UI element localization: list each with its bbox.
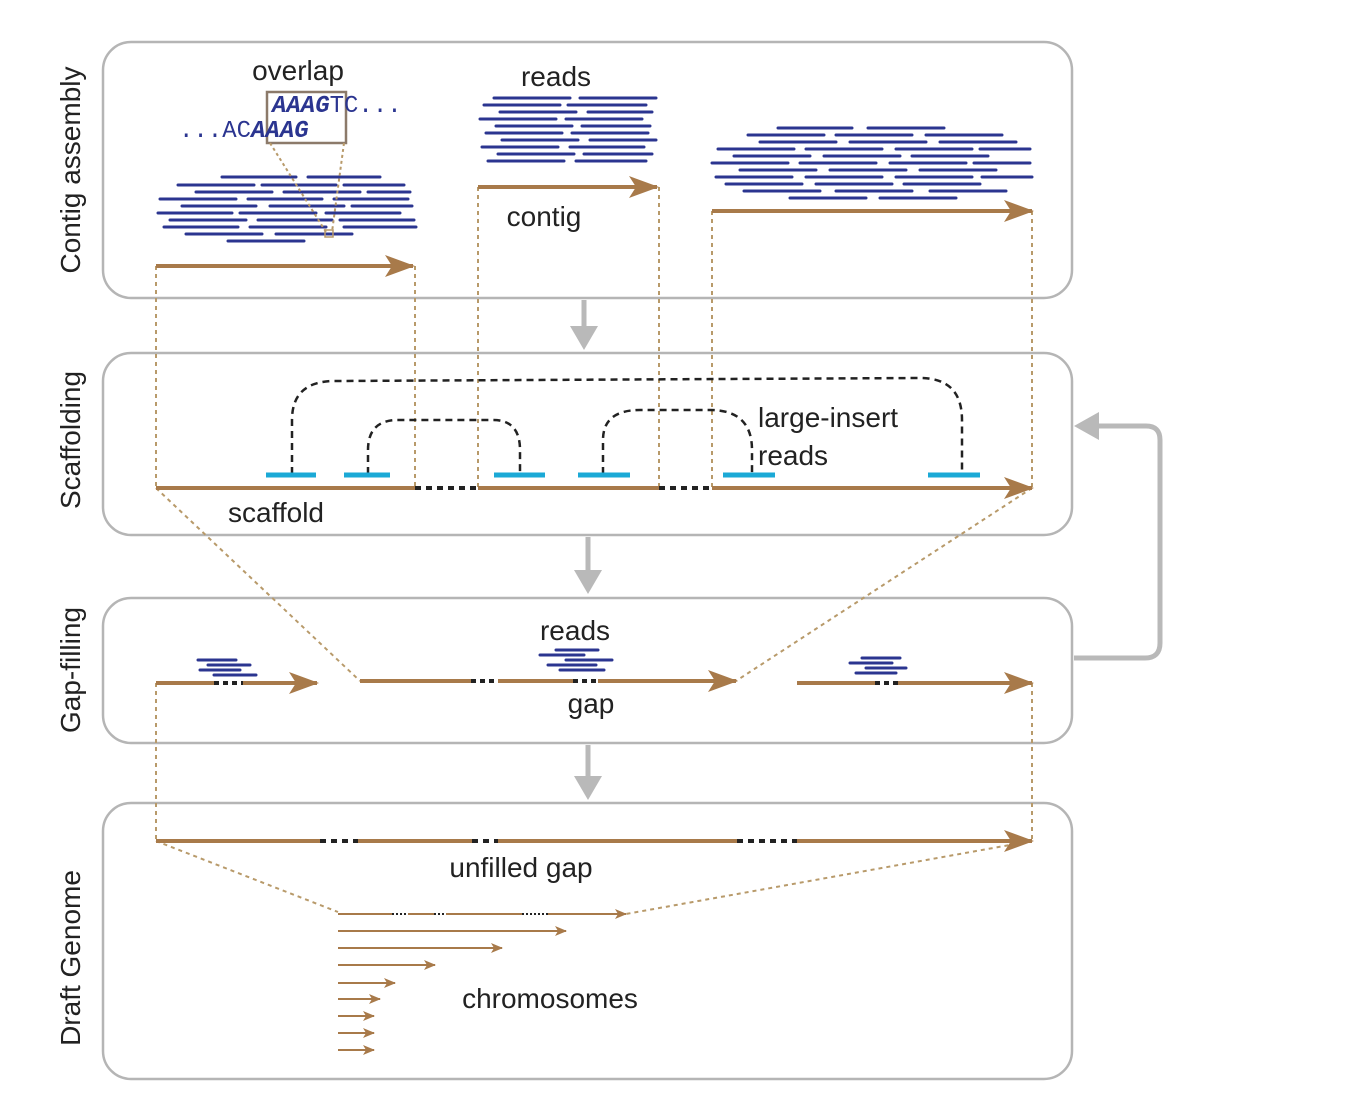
reads-label-top: reads [521, 61, 591, 92]
scaffolding-panel [101, 351, 1074, 537]
contig-assembly-panel [101, 40, 1074, 300]
gap-filling-read-stacks [196, 648, 908, 677]
flow-arrow-down-icon [574, 537, 602, 594]
feedback-loop-arrow-icon [1074, 412, 1163, 661]
chromosome-arrows [338, 909, 627, 1055]
stage-label-scaffolding: Scaffolding [55, 371, 86, 509]
large-insert-read-pairs [290, 376, 964, 474]
sequence-top: AAAGTC... [270, 93, 402, 120]
gap-label: gap [568, 688, 615, 719]
read-stack-contig-3 [710, 126, 1034, 200]
overlap-label: overlap [252, 55, 344, 86]
sequence-bottom: ...ACAAAG [179, 118, 309, 145]
unfilled-gap-label: unfilled gap [449, 852, 592, 883]
flow-arrow-down-icon [570, 300, 598, 350]
contig-label: contig [507, 201, 582, 232]
overlap-highlight-box [265, 90, 348, 145]
large-insert-reads-label-line2: reads [758, 440, 828, 471]
stage-label-draft-genome: Draft Genome [55, 870, 86, 1046]
projection-guide [735, 487, 1033, 682]
projection-guides [155, 187, 1033, 915]
overlap-zoom-guide [331, 142, 345, 233]
flow-arrow-down-icon [574, 745, 602, 800]
overlap-zoom-point [324, 229, 334, 238]
scaffold-label: scaffold [228, 497, 324, 528]
read-stack-contig-2 [478, 96, 658, 163]
projection-guide [155, 487, 361, 682]
gap-reads-label: reads [540, 615, 610, 646]
chromosomes-label: chromosomes [462, 983, 638, 1014]
stage-label-gap-filling: Gap-filling [55, 607, 86, 733]
projection-guide [155, 840, 339, 913]
large-insert-reads-label-line1: large-insert [758, 402, 898, 433]
gap-filling-panel [101, 596, 1074, 745]
stage-label-contig-assembly: Contig assembly [55, 67, 86, 274]
projection-guide [625, 840, 1033, 915]
read-stack-contig-1 [156, 175, 418, 243]
draft-genome-panel [101, 801, 1074, 1081]
